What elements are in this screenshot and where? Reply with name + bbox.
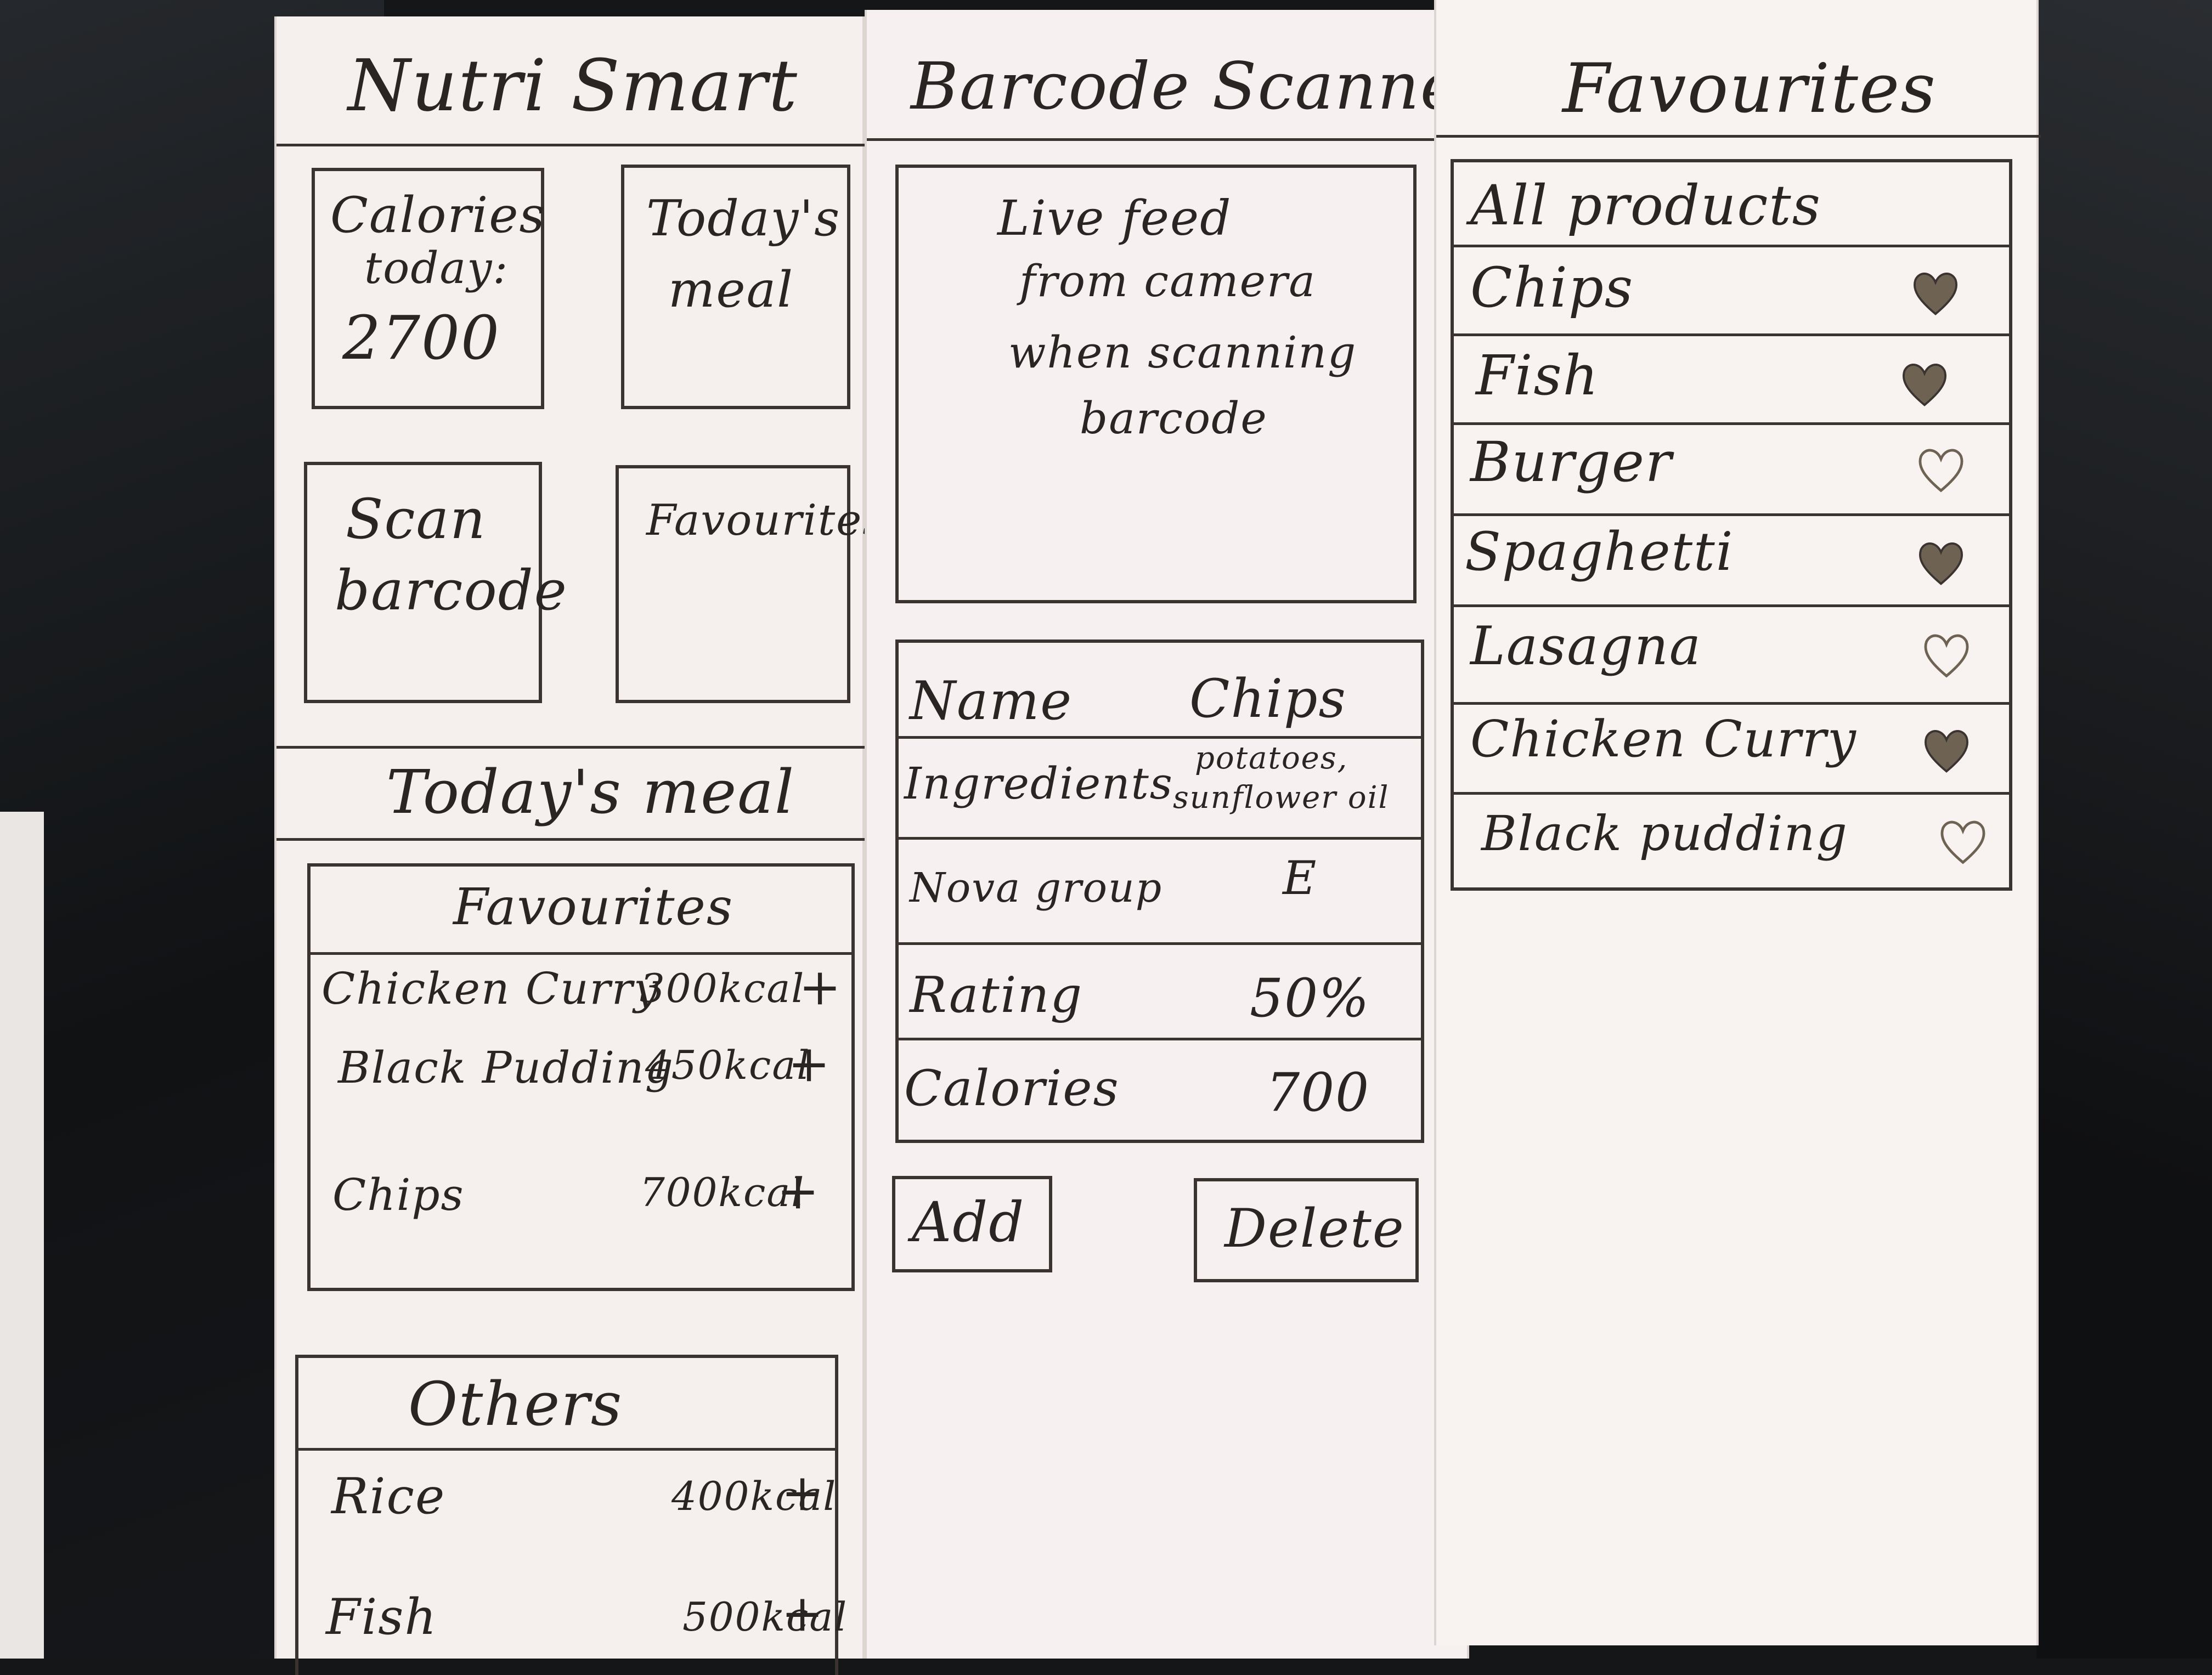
- products-row-divider-6: [1454, 792, 2009, 795]
- calories-value: 700: [1266, 1062, 1370, 1123]
- heart-filled-icon[interactable]: [1915, 536, 1967, 589]
- title-divider: [276, 144, 867, 146]
- products-row-divider-0: [1454, 245, 2009, 247]
- calories-value: 2700: [342, 303, 500, 373]
- product-info-table: Name Chips Ingredients potatoes, sunflow…: [895, 640, 1424, 1143]
- scanner-title-divider: [867, 138, 1471, 141]
- products-list: All products Chips Fish Burger Spaghetti…: [1451, 159, 2012, 891]
- nova-group-value: E: [1283, 851, 1318, 905]
- favourites-title-divider: [1436, 135, 2041, 138]
- name-label: Name: [910, 670, 1073, 732]
- favourites-screen: Favourites All products Chips Fish Burge…: [1434, 0, 2041, 1645]
- heart-outline-icon[interactable]: [1937, 815, 1989, 868]
- heart-outline-icon[interactable]: [1920, 629, 1973, 681]
- product-item-5-name: Lasagna: [1470, 615, 1702, 677]
- todays-meal-tile[interactable]: Today's meal: [621, 165, 850, 409]
- row-divider-4: [899, 1038, 1421, 1040]
- scan-tile-sublabel: barcode: [335, 558, 568, 623]
- todays-meal-tile-sublabel: meal: [668, 261, 794, 319]
- products-row-divider-5: [1454, 702, 2009, 705]
- fav-item-2-add-button[interactable]: +: [788, 1034, 832, 1093]
- other-item-2-add-button[interactable]: +: [781, 1584, 825, 1643]
- delete-button-label: Delete: [1224, 1198, 1405, 1259]
- other-item-1-name: Rice: [331, 1468, 446, 1525]
- app-title: Nutri Smart: [348, 44, 798, 127]
- delete-button[interactable]: Delete: [1194, 1178, 1419, 1282]
- product-item-1-name: Chips: [1470, 256, 1634, 320]
- add-button[interactable]: Add: [892, 1176, 1052, 1272]
- other-item-1-add-button[interactable]: +: [781, 1463, 825, 1522]
- section-divider-top: [276, 746, 867, 749]
- camera-feed[interactable]: Live feed from camera when scanning barc…: [895, 165, 1417, 603]
- heart-filled-icon[interactable]: [1909, 267, 1962, 319]
- section-divider-bottom: [276, 838, 867, 841]
- feed-text-line-1: Live feed: [997, 190, 1232, 246]
- paper-edge: [0, 812, 44, 1659]
- nova-group-label: Nova group: [910, 864, 1163, 912]
- favourites-title: Favourites: [1562, 49, 1937, 128]
- calories-sublabel: today:: [364, 242, 509, 293]
- fav-item-2-name: Black Pudding: [338, 1042, 674, 1093]
- product-item-3-name: Burger: [1470, 430, 1673, 494]
- product-item-6-name: Chicken Curry: [1470, 710, 1857, 768]
- fav-item-3-kcal: 700kcal: [640, 1169, 805, 1215]
- row-divider-2: [899, 837, 1421, 840]
- todays-meal-title: Today's meal: [386, 757, 795, 827]
- favourites-list-header: Favourites: [453, 878, 734, 936]
- feed-text-line-4: barcode: [1080, 393, 1268, 444]
- products-row-divider-1: [1454, 333, 2009, 336]
- ingredients-value-1: potatoes,: [1195, 740, 1348, 776]
- all-products-header: All products: [1470, 173, 1821, 237]
- ingredients-value-2: sunflower oil: [1173, 780, 1390, 816]
- favourites-tile-label: Favourites: [646, 496, 886, 545]
- product-item-2-name: Fish: [1476, 343, 1600, 408]
- fav-item-3-name: Chips: [332, 1169, 465, 1220]
- others-list: Others Rice 400kcal + Fish 500kcal +: [295, 1355, 847, 1675]
- fav-item-3-add-button[interactable]: +: [777, 1162, 821, 1220]
- fav-item-2-kcal: 450kcal: [645, 1042, 811, 1088]
- calories-label: Calories: [904, 1060, 1120, 1117]
- other-item-1-kcal: 400kcal: [672, 1473, 837, 1519]
- fav-item-1-add-button[interactable]: +: [799, 958, 843, 1016]
- background-right: [2036, 0, 2212, 1659]
- name-value: Chips: [1189, 668, 1347, 729]
- feed-text-line-3: when scanning: [1008, 327, 1357, 378]
- others-header-divider: [298, 1448, 835, 1451]
- scan-tile-label: Scan: [346, 487, 487, 551]
- products-row-divider-2: [1454, 422, 2009, 425]
- calories-tile[interactable]: Calories today: 2700: [312, 168, 546, 409]
- feed-text-line-2: from camera: [1019, 256, 1316, 307]
- scanner-title: Barcode Scanner: [911, 48, 1492, 124]
- others-list-header: Others: [408, 1369, 623, 1439]
- products-row-divider-3: [1454, 513, 2009, 516]
- product-item-7-name: Black pudding: [1481, 805, 1848, 862]
- favourites-header-divider: [311, 952, 851, 955]
- products-row-divider-4: [1454, 604, 2009, 607]
- other-item-2-name: Fish: [326, 1588, 438, 1646]
- rating-label: Rating: [910, 966, 1084, 1024]
- row-divider-3: [899, 942, 1421, 945]
- todays-meal-tile-label: Today's: [646, 190, 841, 247]
- heart-outline-icon[interactable]: [1915, 443, 1967, 496]
- fav-item-1-name: Chicken Curry: [321, 963, 660, 1014]
- heart-filled-icon[interactable]: [1920, 724, 1973, 777]
- barcode-scanner-screen: Barcode Scanner Live feed from camera wh…: [865, 10, 1491, 1659]
- rating-value: 50%: [1250, 967, 1370, 1029]
- home-screen: Nutri Smart Calories today: 2700 Today's…: [274, 16, 884, 1675]
- other-item-2-kcal: 500kcal: [682, 1594, 848, 1640]
- product-item-4-name: Spaghetti: [1465, 521, 1734, 582]
- favourites-tile[interactable]: Favourites: [616, 465, 884, 703]
- add-button-label: Add: [912, 1190, 1025, 1254]
- ingredients-label: Ingredients: [904, 758, 1173, 809]
- heart-filled-icon[interactable]: [1898, 358, 1951, 410]
- favourites-list: Favourites Chicken Curry 300kcal + Black…: [307, 863, 855, 1291]
- fav-item-1-kcal: 300kcal: [640, 965, 805, 1011]
- row-divider-1: [899, 736, 1421, 739]
- calories-label: Calories: [330, 186, 546, 244]
- scan-barcode-tile[interactable]: Scan barcode: [304, 462, 567, 703]
